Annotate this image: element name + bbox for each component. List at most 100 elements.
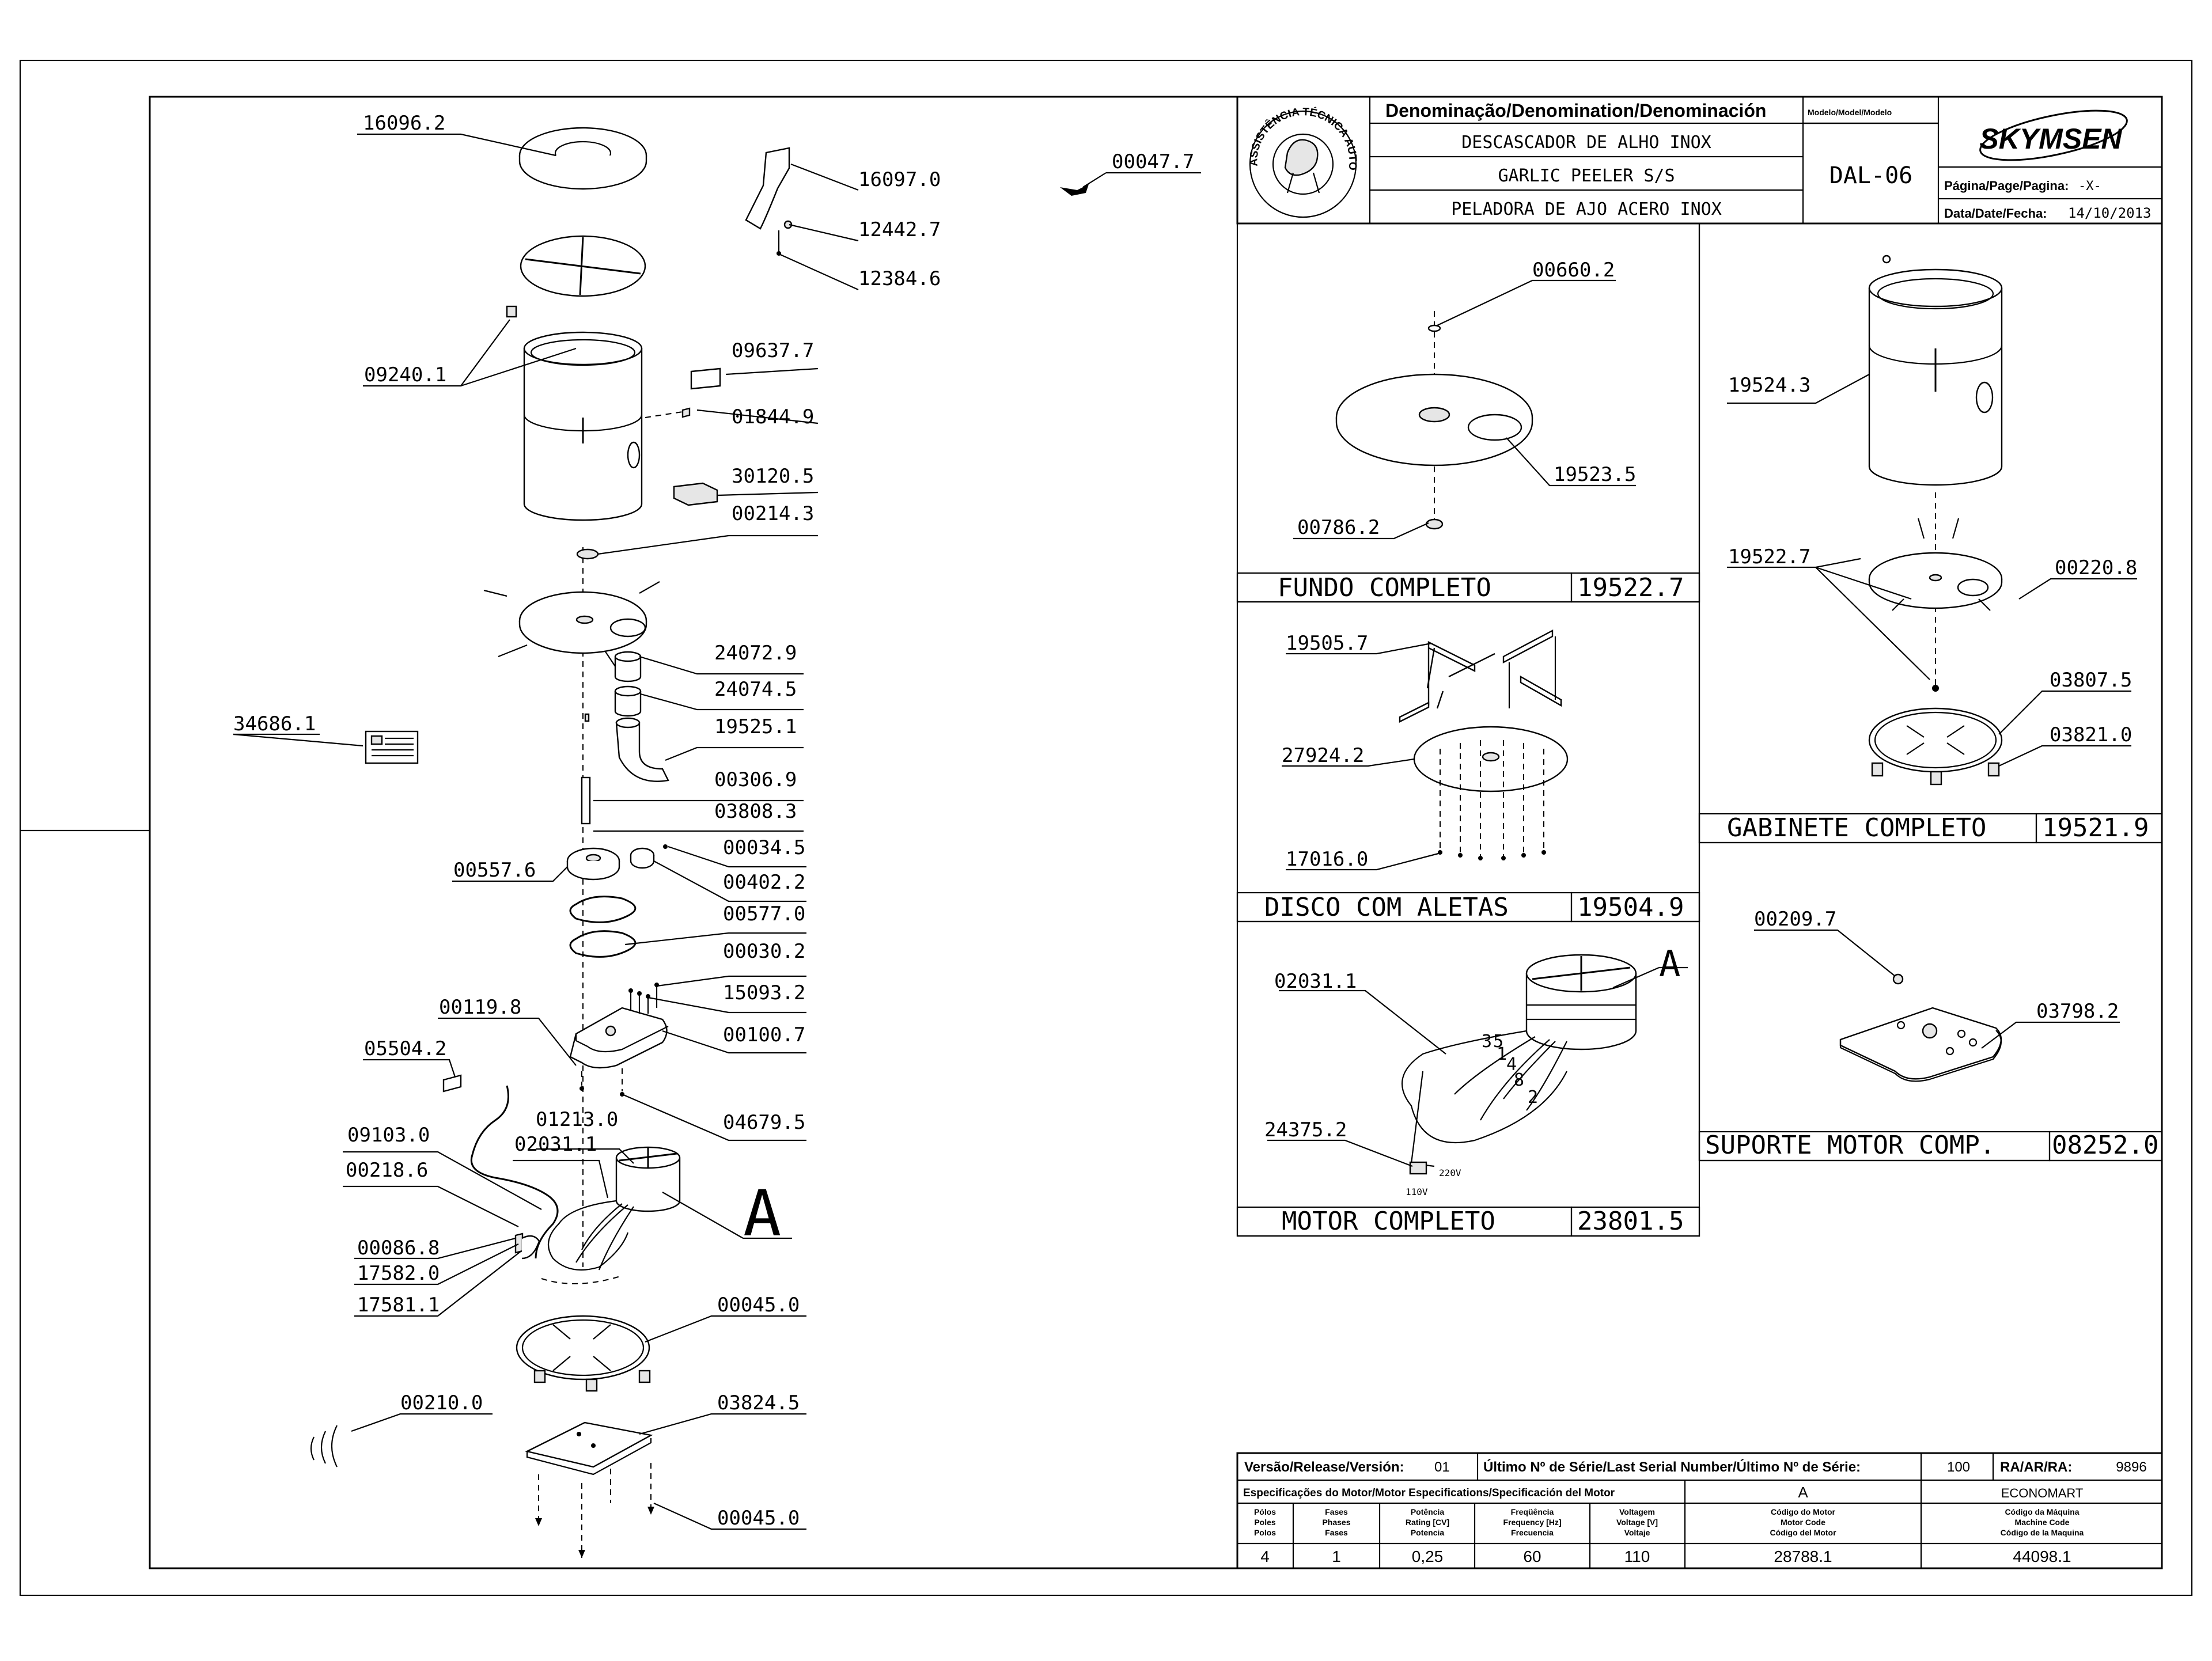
- serial-value: 100: [1947, 1459, 1970, 1475]
- label-12442-7: 12442.7: [858, 218, 941, 241]
- label-02031-1: 02031.1: [1274, 970, 1357, 993]
- wire-number-1: 1: [1497, 1044, 1507, 1064]
- version-label: Versão/Release/Versión:: [1244, 1459, 1404, 1475]
- label-09637-7: 09637.7: [732, 339, 814, 362]
- gabinete-completo-panel: GABINETE COMPLETO 19521.9 19524.3 1952: [1698, 255, 2163, 844]
- label-17581-1: 17581.1: [357, 1294, 440, 1317]
- label-19505-7: 19505.7: [1286, 632, 1368, 655]
- spec-table: Versão/Release/Versión: 01 Último Nº de …: [1236, 1452, 2163, 1569]
- label-15093-2: 15093.2: [723, 981, 805, 1004]
- value-rating: 0,25: [1412, 1548, 1444, 1565]
- part-bracket: [745, 147, 790, 230]
- label-05504-2: 05504.2: [364, 1037, 446, 1060]
- label-30120-5: 30120.5: [732, 465, 814, 488]
- header-voltage-es: Voltaje: [1624, 1528, 1650, 1537]
- label-09103-0: 09103.0: [347, 1124, 430, 1147]
- header-voltage-pt: Voltagem: [1619, 1507, 1655, 1516]
- label-17582-0: 17582.0: [357, 1262, 440, 1285]
- label-24072-9: 24072.9: [714, 642, 797, 665]
- disco-title: DISCO COM ALETAS: [1264, 893, 1509, 922]
- label-19525-1: 19525.1: [714, 715, 797, 738]
- outer-frame: [19, 59, 2193, 1596]
- voltage-220v: 220V: [1439, 1167, 1461, 1178]
- gabinete-title: GABINETE COMPLETO: [1727, 813, 1986, 843]
- label-03807-5: 03807.5: [2050, 669, 2132, 692]
- motor-title: MOTOR COMPLETO: [1282, 1207, 1495, 1236]
- part-power-cable: [471, 1085, 559, 1259]
- spec-values: 4 1 0,25 60 110 28788.1 44098.1: [1260, 1548, 2071, 1565]
- label-19522-7: 19522.7: [1728, 545, 1810, 568]
- label-00660-2: 00660.2: [1532, 259, 1615, 282]
- label-19523-5: 19523.5: [1554, 463, 1636, 486]
- label-34686-1: 34686.1: [233, 712, 316, 735]
- page-label: Página/Page/Pagina:: [1944, 179, 2069, 193]
- skymsen-logo: SKYMSEN: [1979, 109, 2128, 161]
- value-motor-code: 28788.1: [1774, 1548, 1832, 1565]
- company-name: ECONOMART: [2001, 1486, 2084, 1500]
- header-machine-code-en: Machine Code: [2015, 1518, 2070, 1527]
- ra-value: 9896: [2116, 1459, 2146, 1475]
- label-00045-0-base: 00045.0: [717, 1507, 800, 1530]
- date-label: Data/Date/Fecha:: [1944, 206, 2047, 221]
- part-base-plate: [525, 1421, 653, 1468]
- part-motor: [615, 1158, 681, 1212]
- name-en: GARLIC PEELER S/S: [1498, 166, 1675, 186]
- label-09240-1: 09240.1: [364, 363, 446, 386]
- model-header: Modelo/Model/Modelo: [1808, 108, 1892, 117]
- value-frequency: 60: [1523, 1548, 1541, 1565]
- fundo-completo-panel: FUNDO COMPLETO 19522.7 00660.2 19523.5 0…: [1236, 259, 1700, 603]
- label-00030-2: 00030.2: [723, 940, 805, 963]
- seal-text: ASSISTÊNCIA TÉCNICA AUTORIZADA: [0, 0, 1359, 171]
- header-voltage-en: Voltage [V]: [1616, 1518, 1658, 1527]
- disco-code: 19504.9: [1577, 893, 1684, 922]
- header-rating-es: Potencia: [1411, 1528, 1445, 1537]
- label-00306-9: 00306.9: [714, 768, 797, 791]
- label-00577-0: 00577.0: [723, 902, 805, 926]
- main-detail-letter: A: [743, 1177, 781, 1250]
- label-00557-6: 00557.6: [453, 859, 536, 882]
- suporte-code: 08252.0: [2052, 1131, 2158, 1160]
- motor-body: [1525, 954, 1637, 1051]
- part-belt-1: [569, 896, 637, 923]
- value-voltage: 110: [1624, 1548, 1650, 1565]
- label-27924-2: 27924.2: [1282, 744, 1364, 767]
- ra-label: RA/AR/RA:: [2000, 1459, 2072, 1475]
- header-rating-pt: Potência: [1411, 1507, 1445, 1516]
- disco-com-aletas-panel: DISCO COM ALETAS 19504.9 19505.7 27924.2…: [1236, 629, 1700, 923]
- header-poles-pt: Pólos: [1254, 1507, 1276, 1516]
- date-value: 14/10/2013: [2068, 205, 2152, 221]
- label-03821-0: 03821.0: [2050, 723, 2132, 746]
- label-00786-2: 00786.2: [1297, 516, 1380, 539]
- label-00210-0: 00210.0: [400, 1391, 483, 1414]
- header-motor-code-es: Código del Motor: [1770, 1528, 1836, 1537]
- header-phases-es: Fases: [1325, 1528, 1348, 1537]
- label-00086-8: 00086.8: [357, 1237, 440, 1260]
- value-machine-code: 44098.1: [2013, 1548, 2071, 1565]
- label-02031-1-main: 02031.1: [514, 1133, 597, 1156]
- part-elbow: [615, 722, 669, 782]
- label-00218-6: 00218.6: [346, 1159, 428, 1182]
- motor-detail-letter: A: [1659, 943, 1680, 985]
- label-03808-3: 03808.3: [714, 800, 797, 823]
- label-24375-2: 24375.2: [1264, 1118, 1347, 1142]
- name-pt: DESCASCADOR DE ALHO INOX: [1461, 132, 1711, 153]
- header-machine-code-pt: Código da Máquina: [2005, 1507, 2079, 1516]
- part-motor-support: [569, 1007, 668, 1069]
- main-leaders: 16096.2 16097.0 00047.7 12442.7 12384.6 …: [233, 112, 1201, 1530]
- header-frequency-en: Frequency [Hz]: [1503, 1518, 1561, 1527]
- wire-number-5: 5: [1493, 1032, 1503, 1052]
- disco-screws: [1438, 740, 1546, 860]
- label-00047-7: 00047.7: [1112, 150, 1194, 173]
- suporte-motor-panel: SUPORTE MOTOR COMP. 08252.0 00209.7 0379…: [1698, 908, 2163, 1162]
- label-00220-8: 00220.8: [2055, 556, 2137, 579]
- label-19524-3: 19524.3: [1728, 374, 1810, 397]
- motor-code: 23801.5: [1577, 1207, 1684, 1236]
- subassembly-panels: [1236, 222, 2163, 1237]
- wire-number-2: 2: [1528, 1087, 1538, 1108]
- part-belt-2: [569, 930, 637, 958]
- fundo-code: 19522.7: [1577, 573, 1684, 602]
- label-16097-0: 16097.0: [858, 168, 941, 191]
- fundo-title: FUNDO COMPLETO: [1278, 573, 1491, 602]
- label-00100-7: 00100.7: [723, 1023, 805, 1046]
- motor-spec-value: A: [1798, 1484, 1808, 1501]
